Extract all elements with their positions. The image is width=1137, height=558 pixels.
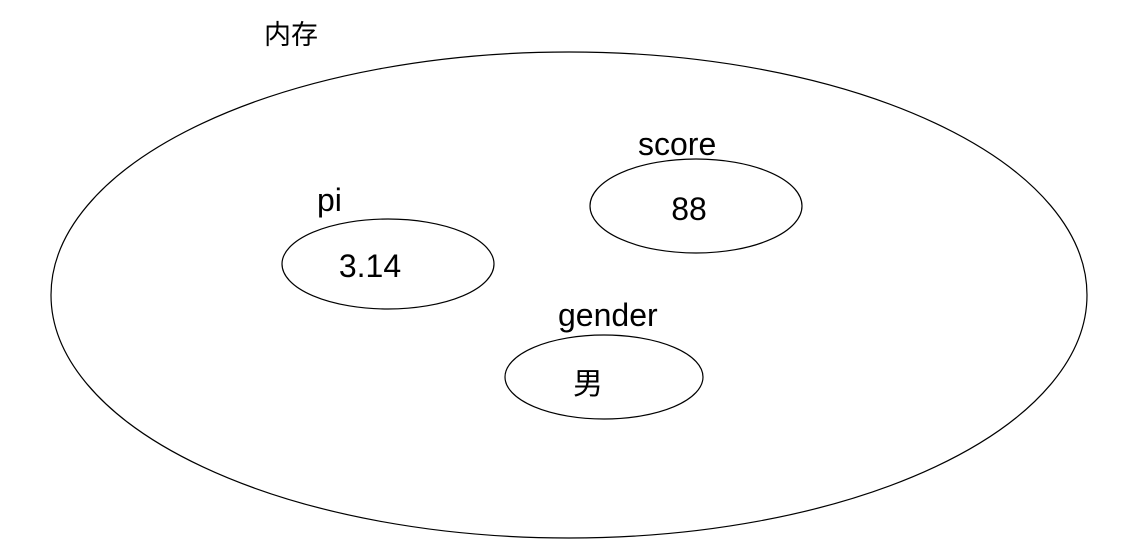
variable-name-gender: gender [558,297,658,333]
variable-value-pi: 3.14 [338,248,402,284]
variable-name-score: score [638,126,717,162]
variable-value-gender: 男 [573,368,603,401]
variable-name-pi: pi [317,182,342,218]
variable-ellipse-score [589,158,803,254]
variable-value-score: 88 [671,191,707,227]
variable-ellipse-gender [504,334,704,420]
memory-container-label: 内存 [264,20,318,50]
variable-ellipse-pi [281,218,495,310]
memory-boundary-ellipse [50,51,1088,539]
